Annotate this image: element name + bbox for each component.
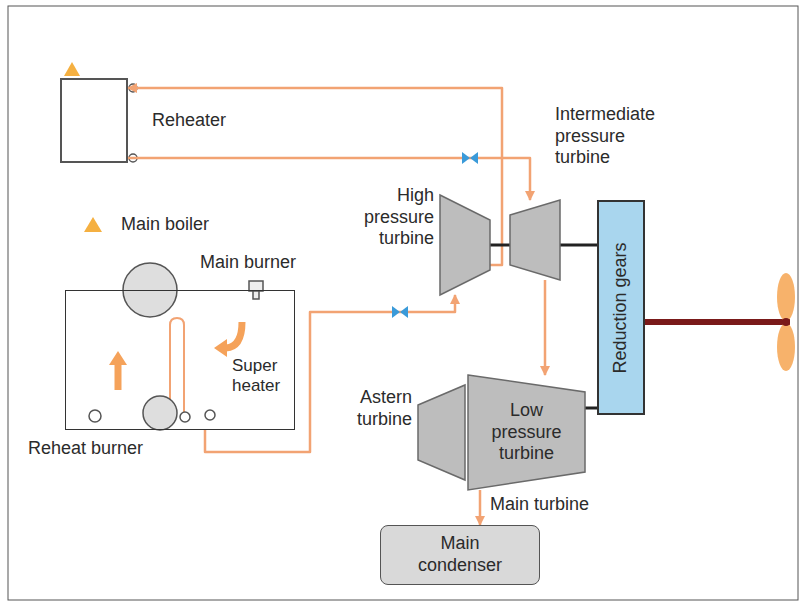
gas-flow-arrow bbox=[214, 339, 227, 357]
turbine-shape: Astern turbine bbox=[418, 385, 465, 480]
node-heading: Astern turbine bbox=[337, 387, 412, 430]
node-heading: Reheater bbox=[152, 110, 226, 132]
valve-symbol bbox=[392, 306, 400, 318]
gearbox-box: Reduction gears bbox=[597, 200, 645, 415]
gas-flow-arrow bbox=[109, 351, 127, 365]
header-pipe bbox=[180, 412, 190, 422]
propeller-blade bbox=[777, 323, 795, 371]
valve-symbol bbox=[470, 152, 478, 164]
turbine-outline bbox=[510, 200, 560, 280]
node-text: Low pressure turbine bbox=[487, 400, 567, 465]
water-drum bbox=[143, 396, 177, 430]
part-name: Super heater bbox=[232, 356, 294, 397]
header-pipe bbox=[89, 410, 101, 422]
header-pipe bbox=[205, 410, 215, 420]
turbine-shape: High pressure turbine bbox=[440, 195, 490, 295]
propeller-shaft bbox=[645, 319, 790, 325]
turbine-outline bbox=[440, 195, 490, 295]
part-name: Main burner bbox=[200, 252, 296, 274]
node-heading: Main boiler bbox=[121, 214, 209, 236]
node-heading: Intermediate pressure turbine bbox=[555, 104, 675, 169]
steam-pipe bbox=[479, 490, 482, 525]
propeller-hub bbox=[782, 318, 790, 326]
condenser-box: Main condenser bbox=[380, 525, 540, 585]
turbine-outline bbox=[510, 200, 560, 280]
turbine-outline bbox=[468, 375, 585, 490]
propeller-blade bbox=[777, 273, 795, 321]
turbine-shape: Low pressure turbine bbox=[468, 375, 585, 490]
picture-frame bbox=[8, 6, 798, 600]
turbine-shape: Intermediate pressure turbine bbox=[510, 200, 560, 280]
steam-pipe bbox=[128, 158, 530, 200]
turbine-outline bbox=[418, 385, 465, 480]
turbine-shaft bbox=[560, 244, 597, 247]
burner-symbol bbox=[253, 291, 259, 299]
part-name: Main turbine bbox=[490, 494, 589, 516]
marker-triangle bbox=[84, 217, 102, 232]
valve-symbol bbox=[462, 152, 470, 164]
part-name: Reheat burner bbox=[28, 438, 143, 460]
node-heading: High pressure turbine bbox=[354, 185, 434, 250]
node-heading: Reduction gears bbox=[610, 242, 632, 373]
turbine-outline bbox=[440, 195, 490, 295]
marker-triangle bbox=[64, 62, 80, 76]
node-text: Main condenser bbox=[405, 533, 515, 576]
steam-pipe bbox=[544, 280, 547, 375]
turbine-shaft bbox=[585, 407, 597, 410]
superheater-tube bbox=[170, 318, 184, 413]
turbine-shaft bbox=[490, 244, 510, 247]
gas-flow-arrow bbox=[226, 322, 242, 348]
reheater-box: Reheater bbox=[60, 78, 128, 163]
turbine-outline bbox=[418, 385, 465, 480]
valve-symbol bbox=[400, 306, 408, 318]
gas-flow-arrow bbox=[115, 364, 122, 390]
